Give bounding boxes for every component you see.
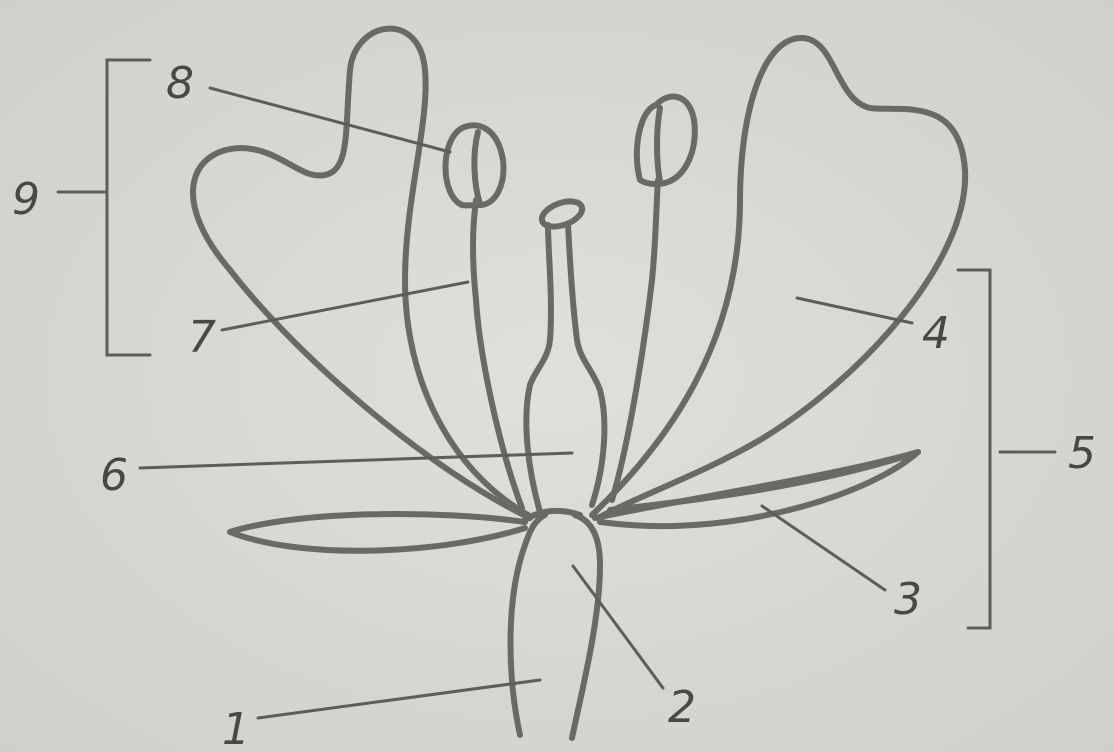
label-7: 7 <box>188 312 216 363</box>
label-3: 3 <box>894 574 922 625</box>
label-4: 4 <box>922 308 950 359</box>
label-1: 1 <box>222 704 250 752</box>
anther-right-groove <box>657 108 660 182</box>
label-6: 6 <box>100 450 128 501</box>
label-2: 2 <box>668 682 696 733</box>
label-9: 9 <box>12 174 40 225</box>
label-8: 8 <box>166 58 194 109</box>
label-5: 5 <box>1068 428 1096 479</box>
